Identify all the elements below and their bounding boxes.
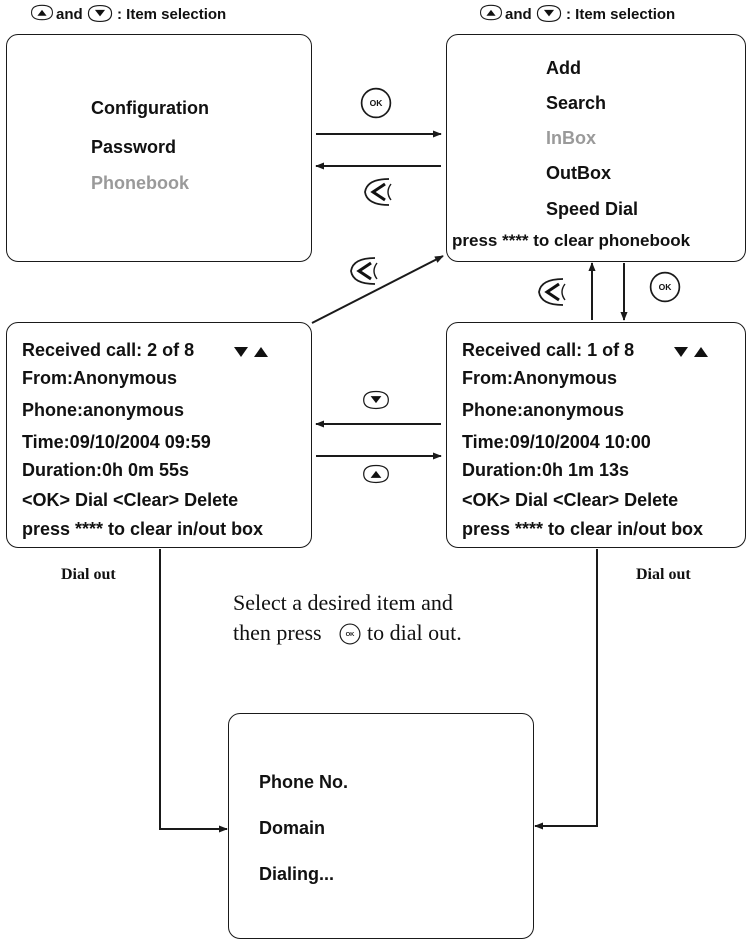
- instruction-line-1: Select a desired item and: [233, 590, 453, 615]
- header-right-and: and: [505, 6, 532, 23]
- instruction-line-2-suffix: to dial out.: [367, 620, 462, 645]
- dialing-item-phone-no: Phone No.: [259, 772, 348, 792]
- record-right-duration: Duration:0h 1m 13s: [462, 460, 630, 480]
- record-left-duration: Duration:0h 0m 55s: [22, 460, 190, 480]
- phonebook-item-add: Add: [546, 58, 581, 78]
- record-left-phone: Phone:anonymous: [22, 400, 185, 420]
- up-triangle-icon: [253, 345, 269, 363]
- record-right-phone: Phone:anonymous: [462, 400, 625, 420]
- dialing-item-dialing: Dialing...: [259, 864, 335, 884]
- down-arrow-button-icon: [536, 4, 562, 28]
- back-button-icon: [361, 175, 395, 214]
- arrow-left-record-dial-out: [159, 549, 228, 833]
- dial-out-label-right: Dial out: [636, 566, 691, 583]
- svg-text:OK: OK: [370, 98, 384, 108]
- record-left-from: From:Anonymous: [22, 368, 177, 388]
- up-arrow-button-icon: [362, 464, 390, 489]
- phonebook-item-search: Search: [546, 93, 607, 113]
- ok-button-icon: OK: [339, 623, 361, 650]
- phonebook-item-speed-dial: Speed Dial: [546, 199, 639, 219]
- up-arrow-button-icon: [479, 4, 503, 26]
- main-menu-screen: [6, 34, 312, 262]
- header-left-and: and: [56, 6, 83, 23]
- arrow-record-to-phonebook: [311, 255, 444, 324]
- arrow-right-record-dial-out: [534, 549, 598, 830]
- back-button-icon: [535, 275, 569, 314]
- phonebook-footer: press **** to clear phonebook: [452, 231, 691, 250]
- down-triangle-icon: [673, 345, 689, 363]
- record-right-actions: <OK> Dial <Clear> Delete: [462, 490, 679, 510]
- up-triangle-icon: [693, 345, 709, 363]
- record-left-footer: press **** to clear in/out box: [22, 519, 264, 539]
- record-screen-right: [446, 322, 746, 548]
- record-right-from: From:Anonymous: [462, 368, 617, 388]
- menu-item-phonebook: Phonebook: [91, 173, 189, 193]
- record-screen-left: [6, 322, 312, 548]
- dialing-item-domain: Domain: [259, 818, 326, 838]
- svg-text:OK: OK: [346, 632, 356, 638]
- dialing-screen: [228, 713, 534, 939]
- back-button-icon: [347, 254, 381, 293]
- phonebook-item-inbox: InBox: [546, 128, 597, 148]
- menu-item-password: Password: [91, 137, 177, 157]
- ok-button-icon: OK: [649, 271, 681, 308]
- menu-item-configuration: Configuration: [91, 98, 209, 118]
- svg-text:OK: OK: [659, 282, 673, 292]
- header-left-caption: : Item selection: [117, 6, 227, 23]
- down-triangle-icon: [233, 345, 249, 363]
- ok-button-icon: OK: [360, 87, 392, 124]
- down-arrow-button-icon: [87, 4, 113, 28]
- record-left-title: Received call: 2 of 8: [22, 340, 195, 360]
- record-right-time: Time:09/10/2004 10:00: [462, 432, 651, 452]
- record-left-actions: <OK> Dial <Clear> Delete: [22, 490, 239, 510]
- instruction-line-2-prefix: then press: [233, 620, 322, 645]
- header-right-caption: : Item selection: [566, 6, 676, 23]
- phonebook-menu-screen: [446, 34, 746, 262]
- up-arrow-button-icon: [30, 4, 54, 26]
- record-left-time: Time:09/10/2004 09:59: [22, 432, 211, 452]
- record-right-title: Received call: 1 of 8: [462, 340, 635, 360]
- dial-out-label-left: Dial out: [61, 566, 116, 583]
- phonebook-item-outbox: OutBox: [546, 163, 611, 183]
- down-arrow-button-icon: [362, 390, 390, 415]
- record-right-footer: press **** to clear in/out box: [462, 519, 704, 539]
